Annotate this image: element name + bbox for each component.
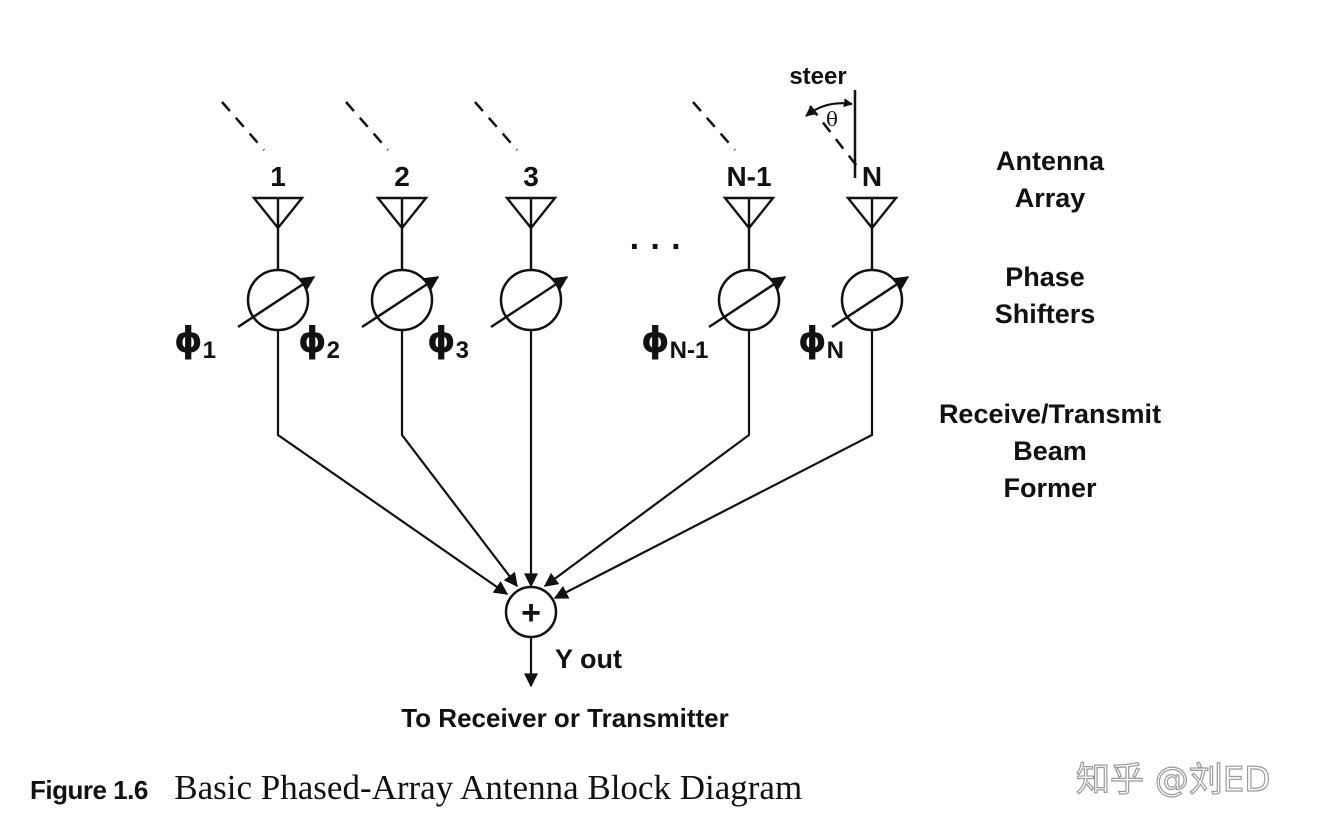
figure-title: Basic Phased-Array Antenna Block Diagram bbox=[174, 768, 803, 807]
feed-line bbox=[276, 330, 509, 595]
phase-shifter bbox=[708, 268, 787, 332]
figure-caption: Figure 1.6 Basic Phased-Array Antenna Bl… bbox=[30, 768, 802, 808]
incident-wave-line bbox=[474, 101, 518, 151]
element-number-label: N-1 bbox=[726, 161, 771, 192]
element-number-label: 2 bbox=[394, 161, 410, 192]
phase-shifter bbox=[490, 268, 569, 332]
antenna-icon bbox=[722, 196, 776, 270]
incident-wave-line bbox=[345, 101, 389, 151]
steer-label: steer bbox=[789, 63, 846, 90]
phase-label: ϕ2 bbox=[298, 320, 340, 364]
svg-text:Shifters: Shifters bbox=[995, 299, 1096, 329]
antenna-column: 3 ϕ3 bbox=[427, 101, 569, 588]
antenna-icon bbox=[504, 196, 558, 270]
incident-wave-line bbox=[809, 105, 861, 171]
variable-arrow-icon bbox=[708, 275, 787, 329]
svg-text:Receive/Transmit: Receive/Transmit bbox=[939, 399, 1161, 429]
theta-symbol: θ bbox=[826, 107, 838, 131]
phase-shifter bbox=[831, 268, 910, 332]
variable-arrow-icon bbox=[361, 275, 440, 329]
variable-arrow-icon bbox=[831, 275, 910, 329]
antenna-column: 1 ϕ1 bbox=[174, 101, 509, 595]
destination-label: To Receiver or Transmitter bbox=[401, 703, 729, 733]
svg-text:Antenna: Antenna bbox=[996, 146, 1105, 176]
svg-text:Phase: Phase bbox=[1005, 262, 1085, 292]
side-label-beam-former: Receive/Transmit Beam Former bbox=[939, 399, 1161, 503]
side-label-phase-shifters: Phase Shifters bbox=[995, 262, 1096, 329]
phase-label: ϕN-1 bbox=[641, 320, 708, 364]
variable-arrow-icon bbox=[237, 275, 316, 329]
phase-label: ϕN bbox=[798, 320, 844, 364]
antenna-column: N-1 ϕN-1 bbox=[543, 101, 787, 587]
element-number-label: 1 bbox=[270, 161, 286, 192]
feed-line bbox=[553, 330, 874, 599]
antenna-icon bbox=[845, 196, 899, 270]
antenna-icon bbox=[375, 196, 429, 270]
steer-angle-arc bbox=[805, 98, 853, 117]
steer-indicator: steer θ bbox=[789, 63, 857, 178]
svg-text:Beam: Beam bbox=[1013, 436, 1087, 466]
svg-text:Former: Former bbox=[1003, 473, 1097, 503]
variable-arrow-icon bbox=[490, 275, 569, 329]
phase-label: ϕ1 bbox=[174, 320, 216, 364]
plus-symbol: + bbox=[521, 594, 541, 632]
feed-line bbox=[543, 330, 751, 587]
side-label-antenna-array: Antenna Array bbox=[996, 146, 1105, 213]
watermark: 知乎 @刘ED bbox=[1075, 759, 1271, 800]
ellipsis: · · · bbox=[630, 228, 683, 266]
antenna-column: NϕN bbox=[553, 105, 910, 599]
figure-number: Figure 1.6 bbox=[30, 775, 148, 805]
incident-wave-line bbox=[692, 101, 736, 151]
element-number-label: N bbox=[862, 161, 882, 192]
feed-line bbox=[400, 330, 518, 588]
antenna-icon bbox=[251, 196, 305, 270]
svg-text:Array: Array bbox=[1015, 183, 1086, 213]
element-number-label: 3 bbox=[523, 161, 539, 192]
summing-node: + bbox=[504, 585, 558, 639]
antenna-column: 2 ϕ2 bbox=[298, 101, 518, 588]
phase-label: ϕ3 bbox=[427, 320, 469, 364]
incident-wave-line bbox=[221, 101, 265, 151]
y-out-label: Y out bbox=[555, 644, 622, 674]
